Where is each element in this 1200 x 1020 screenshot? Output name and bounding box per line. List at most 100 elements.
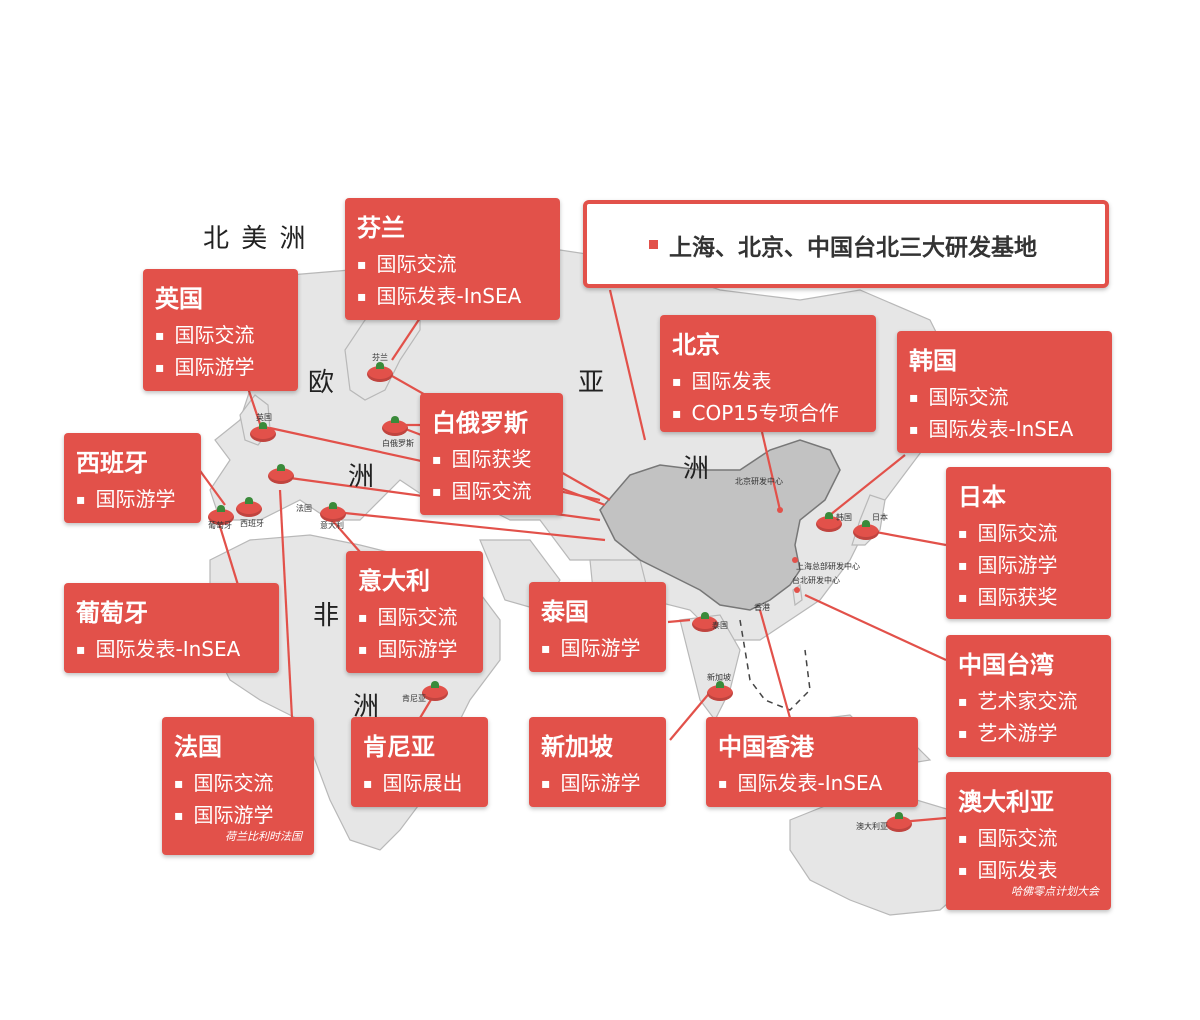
- pin-spain-icon: [236, 497, 262, 517]
- card-title: 法国: [174, 733, 222, 761]
- card-item: 艺术家交流: [958, 686, 1099, 718]
- card-beijing: 北京 国际发表COP15专项合作: [660, 315, 876, 432]
- leader-taiwan: [804, 594, 947, 661]
- pin-japan-icon: [853, 520, 879, 540]
- shanghai-dot: [792, 557, 798, 563]
- card-item: 国际游学: [155, 352, 286, 384]
- card-france: 法国 国际交流国际游学 荷兰比利时法国: [162, 717, 314, 855]
- pin-korea-icon: [816, 512, 842, 532]
- map-label-spain: 西班牙: [240, 519, 264, 528]
- leader-thailand: [667, 618, 691, 624]
- card-australia: 澳大利亚 国际交流国际发表 哈佛零点计划大会: [946, 772, 1111, 910]
- headquarters-text: 上海、北京、中国台北三大研发基地: [669, 235, 1037, 261]
- pin-thailand-icon: [692, 612, 718, 632]
- card-note: 荷兰比利时法国: [225, 830, 302, 843]
- card-item: 国际交流: [358, 602, 471, 634]
- card-item: 国际游学: [541, 633, 654, 665]
- leader-singapore: [669, 689, 713, 741]
- card-item: 国际交流: [909, 382, 1100, 414]
- leader-hq: [608, 289, 647, 441]
- card-item: 国际游学: [76, 484, 189, 516]
- map-label-hongkong: 香港: [754, 603, 770, 612]
- card-item: 国际交流: [174, 768, 302, 800]
- card-item: 国际发表-InSEA: [909, 414, 1100, 446]
- card-item: 国际交流: [958, 823, 1099, 855]
- card-item: 艺术游学: [958, 718, 1099, 750]
- card-taiwan: 中国台湾 艺术家交流艺术游学: [946, 635, 1111, 757]
- card-title: 西班牙: [76, 449, 148, 477]
- card-note: 哈佛零点计划大会: [1011, 885, 1099, 898]
- map-label-uk: 英国: [256, 413, 272, 422]
- map-label-singapore: 新加坡: [707, 673, 731, 682]
- pin-france-icon: [268, 464, 294, 484]
- card-title: 中国台湾: [958, 651, 1054, 679]
- card-item: COP15专项合作: [672, 398, 864, 430]
- pin-kenya-icon: [422, 681, 448, 701]
- map-label-shanghai-center: 上海总部研发中心: [796, 562, 860, 571]
- headquarters-box: 上海、北京、中国台北三大研发基地: [583, 200, 1109, 288]
- card-item: 国际游学: [174, 800, 302, 832]
- card-korea: 韩国 国际交流国际发表-InSEA: [897, 331, 1112, 453]
- pin-portugal-icon: [208, 505, 234, 525]
- leader-beijing: [760, 431, 782, 511]
- card-uk: 英国 国际交流国际游学: [143, 269, 298, 391]
- card-title: 英国: [155, 285, 203, 313]
- pin-australia-icon: [886, 812, 912, 832]
- card-title: 芬兰: [357, 214, 405, 242]
- leader-france: [278, 489, 294, 719]
- card-title: 白俄罗斯: [432, 409, 528, 437]
- map-label-korea: 韩国: [836, 513, 852, 522]
- card-title: 新加坡: [541, 733, 613, 761]
- leader-portugal: [216, 519, 240, 586]
- map-label-beijing-center: 北京研发中心: [735, 477, 783, 486]
- card-thailand: 泰国 国际游学: [529, 582, 666, 672]
- map-label-italy: 意大利: [320, 521, 344, 530]
- card-title: 日本: [958, 483, 1006, 511]
- card-item: 国际游学: [958, 550, 1099, 582]
- card-kenya: 肯尼亚 国际展出: [351, 717, 488, 807]
- bullet-square-icon: [649, 240, 658, 249]
- leader-hongkong: [758, 609, 792, 719]
- region-africa-1: 非: [313, 601, 342, 631]
- card-spain: 西班牙 国际游学: [64, 433, 201, 523]
- region-europe-1: 欧: [308, 368, 337, 398]
- card-item: 国际展出: [363, 768, 476, 800]
- leader-spain: [197, 467, 226, 506]
- card-item: 国际发表-InSEA: [76, 634, 267, 666]
- map-label-france: 法国: [296, 504, 312, 513]
- card-item: 国际获奖: [432, 444, 551, 476]
- map-label-taipei-center: 台北研发中心: [792, 576, 840, 585]
- leader-korea: [829, 454, 906, 516]
- card-item: 国际交流: [357, 249, 548, 281]
- card-item: 国际发表: [672, 366, 864, 398]
- beijing-dot: [777, 507, 783, 513]
- map-label-japan: 日本: [872, 513, 888, 522]
- region-asia-1: 亚: [578, 368, 607, 398]
- card-finland: 芬兰 国际交流国际发表-InSEA: [345, 198, 560, 320]
- card-belarus: 白俄罗斯 国际获奖国际交流: [420, 393, 563, 515]
- map-label-finland: 芬兰: [372, 353, 388, 362]
- card-title: 葡萄牙: [76, 599, 148, 627]
- card-title: 北京: [672, 331, 720, 359]
- region-north-america: 北 美 洲: [203, 224, 308, 254]
- pin-italy-icon: [320, 502, 346, 522]
- card-item: 国际发表-InSEA: [718, 768, 906, 800]
- card-item: 国际游学: [541, 768, 654, 800]
- card-item: 国际交流: [155, 320, 286, 352]
- map-label-portugal: 葡萄牙: [208, 521, 232, 530]
- leader-finland: [391, 317, 421, 361]
- card-singapore: 新加坡 国际游学: [529, 717, 666, 807]
- card-title: 中国香港: [718, 733, 814, 761]
- card-item: 国际游学: [358, 634, 471, 666]
- card-portugal: 葡萄牙 国际发表-InSEA: [64, 583, 279, 673]
- card-title: 泰国: [541, 598, 589, 626]
- card-item: 国际发表: [958, 855, 1099, 887]
- map-label-thailand: 泰国: [712, 621, 728, 630]
- card-item: 国际交流: [958, 518, 1099, 550]
- card-hongkong: 中国香港 国际发表-InSEA: [706, 717, 918, 807]
- card-item: 国际获奖: [958, 582, 1099, 614]
- link-china-italy: [334, 510, 606, 542]
- map-label-belarus: 白俄罗斯: [382, 439, 414, 448]
- leader-kenya: [419, 697, 433, 719]
- card-title: 意大利: [358, 567, 430, 595]
